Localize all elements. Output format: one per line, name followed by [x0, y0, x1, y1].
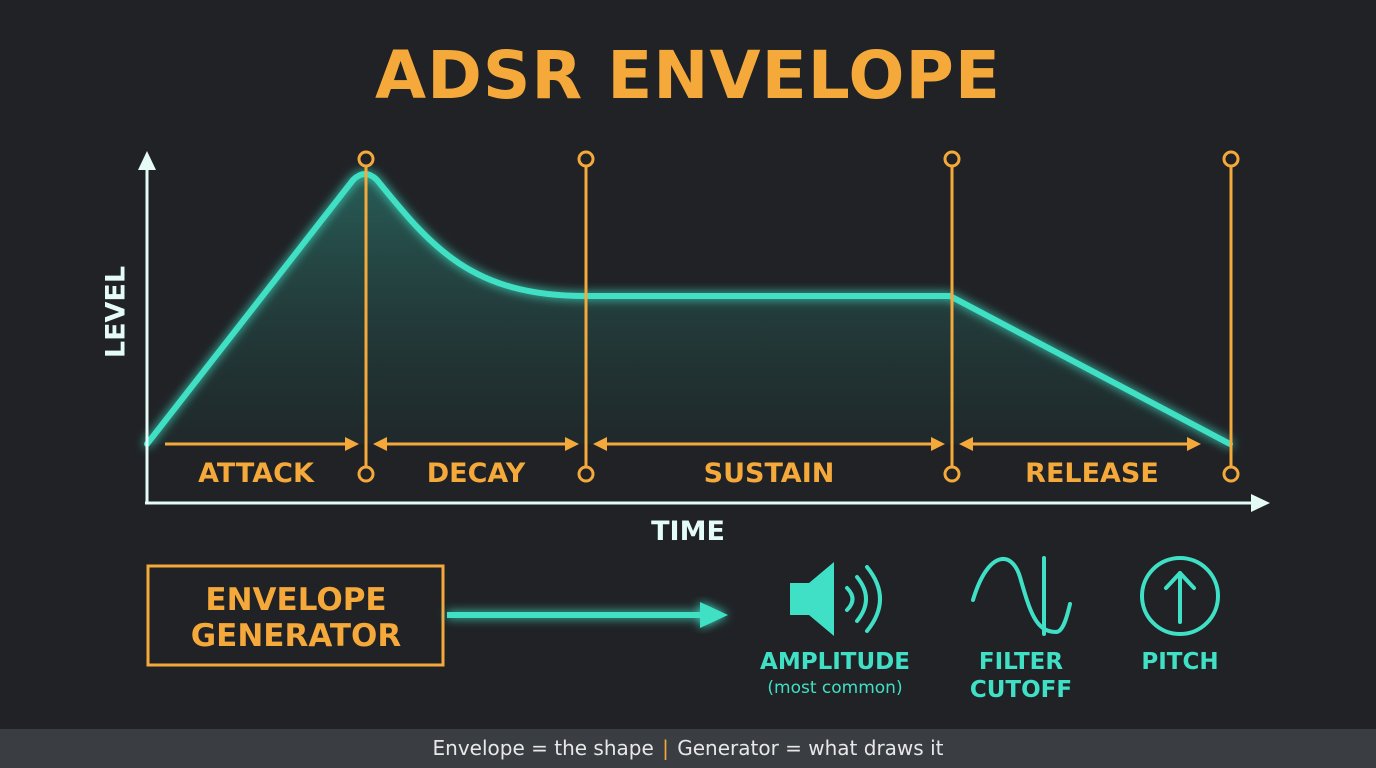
target-note-amplitude: (most common) — [767, 678, 902, 698]
boundary-marker-sustain-end — [943, 150, 961, 483]
generator-label-line1: ENVELOPE — [205, 582, 386, 618]
level-axis — [138, 151, 156, 503]
envelope-fill — [147, 174, 1230, 444]
footer-caption-bar: Envelope = the shape | Generator = what … — [0, 729, 1376, 768]
phase-label-release: RELEASE — [1025, 458, 1159, 489]
level-axis-label: LEVEL — [101, 266, 132, 358]
target-filter-cutoff: FILTER CUTOFF — [970, 556, 1072, 703]
attack-arrow — [165, 437, 359, 451]
boundary-marker-release-end — [1222, 150, 1240, 483]
target-label-amplitude: AMPLITUDE — [760, 649, 910, 675]
envelope-generator-box: ENVELOPE GENERATOR — [146, 564, 445, 667]
phase-label-sustain: SUSTAIN — [704, 458, 835, 489]
up-arrow-circle-icon — [1140, 556, 1220, 636]
footer-separator: | — [662, 736, 669, 760]
envelope-curve — [144, 171, 1233, 447]
generator-label-line2: GENERATOR — [191, 618, 402, 654]
time-axis-label: TIME — [651, 516, 725, 547]
target-label-pitch: PITCH — [1141, 649, 1218, 675]
diagram-title: ADSR ENVELOPE — [375, 37, 1001, 114]
target-amplitude: AMPLITUDE (most common) — [760, 562, 910, 698]
target-pitch: PITCH — [1140, 556, 1220, 675]
generator-output-arrow — [447, 602, 728, 628]
decay-arrow — [373, 437, 579, 451]
boundary-marker-attack-end — [357, 150, 375, 483]
time-axis-arrowhead — [1251, 494, 1270, 512]
boundary-marker-decay-end — [577, 150, 595, 483]
phase-label-decay: DECAY — [427, 458, 526, 489]
phase-arrows — [165, 437, 1201, 451]
footer-caption-left: Envelope = the shape — [432, 736, 654, 760]
footer-caption-right: Generator = what draws it — [677, 736, 944, 760]
target-label-filter: FILTER — [979, 649, 1064, 675]
level-axis-arrowhead — [138, 151, 156, 170]
release-arrow — [959, 437, 1201, 451]
target-label-cutoff: CUTOFF — [970, 677, 1072, 703]
phase-boundary-markers — [357, 150, 1240, 483]
filter-wave-icon — [971, 556, 1072, 636]
time-axis — [145, 494, 1270, 512]
speaker-icon — [790, 562, 882, 636]
sustain-arrow — [593, 437, 945, 451]
phase-label-attack: ATTACK — [198, 458, 315, 489]
